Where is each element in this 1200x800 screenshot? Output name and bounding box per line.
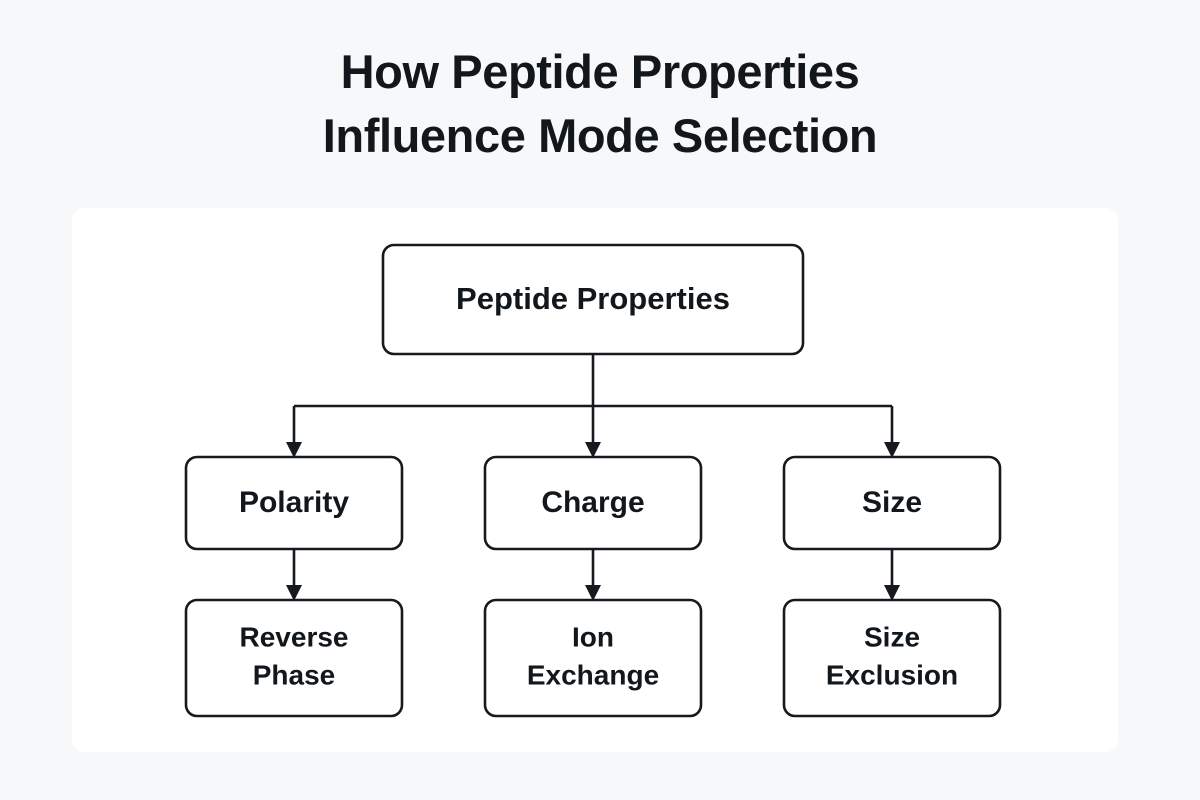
node-ion-exchange[interactable]: Ion Exchange: [483, 598, 703, 718]
node-polarity-box[interactable]: [184, 455, 404, 551]
node-reverse-phase-label-line-2: Phase: [253, 659, 336, 690]
node-peptide-properties-label: Peptide Properties: [456, 281, 730, 316]
page-title-line-2: Influence Mode Selection: [322, 109, 878, 162]
node-peptide-properties[interactable]: Peptide Properties: [381, 243, 805, 356]
page-title-line-1: How Peptide Properties: [340, 45, 860, 98]
node-polarity-label: Polarity: [239, 486, 349, 519]
node-size-exclusion-label-line-1: Size: [864, 621, 920, 652]
node-polarity[interactable]: Polarity: [184, 455, 404, 551]
arrowhead-root-to-polarity: [286, 442, 302, 458]
node-ion-exchange-label-line-2: Exchange: [527, 659, 659, 690]
node-charge[interactable]: Charge: [483, 455, 703, 551]
node-size-exclusion-label-line-2: Exclusion: [826, 659, 958, 690]
arrowhead-size-to-size-exclusion: [884, 585, 900, 601]
arrowhead-polarity-to-reverse-phase: [286, 585, 302, 601]
node-size-label: Size: [862, 486, 922, 519]
node-size[interactable]: Size: [782, 455, 1002, 551]
flowchart-card: Peptide Properties Polarity Charge Size …: [72, 208, 1118, 752]
node-charge-box[interactable]: [483, 455, 703, 551]
node-size-exclusion[interactable]: Size Exclusion: [782, 598, 1002, 718]
arrowhead-charge-to-ion-exchange: [585, 585, 601, 601]
flowchart-svg: Peptide Properties Polarity Charge Size …: [184, 243, 1002, 718]
page-title: How Peptide Properties Influence Mode Se…: [0, 40, 1200, 168]
node-charge-label: Charge: [541, 486, 644, 519]
node-ion-exchange-box[interactable]: [483, 598, 703, 718]
node-size-box[interactable]: [782, 455, 1002, 551]
node-reverse-phase-box[interactable]: [184, 598, 404, 718]
node-reverse-phase-label-line-1: Reverse: [240, 621, 349, 652]
arrowhead-root-to-charge: [585, 442, 601, 458]
node-reverse-phase[interactable]: Reverse Phase: [184, 598, 404, 718]
node-peptide-properties-box[interactable]: [381, 243, 805, 356]
node-size-exclusion-box[interactable]: [782, 598, 1002, 718]
node-ion-exchange-label-line-1: Ion: [572, 621, 614, 652]
arrowhead-root-to-size: [884, 442, 900, 458]
